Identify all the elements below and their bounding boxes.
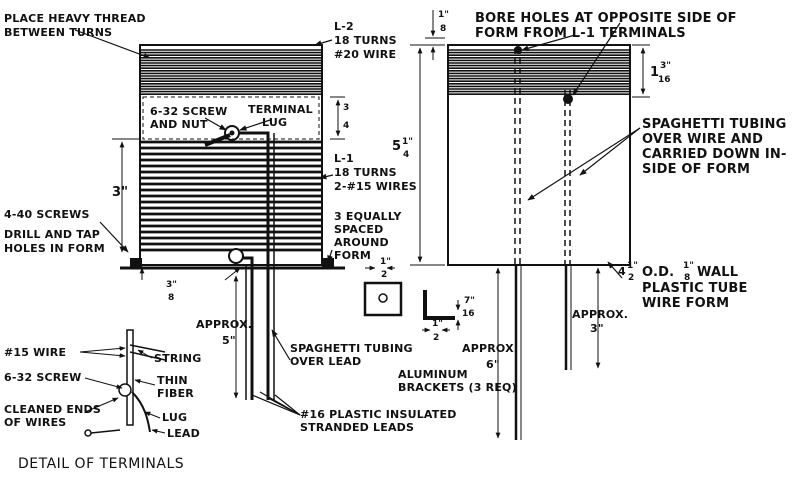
label-plastic-tube: PLASTIC TUBE xyxy=(642,281,748,296)
dim-3-4-num: 3 xyxy=(343,103,349,113)
dim-half2-den: 2 xyxy=(433,333,439,343)
label-equally: 3 EQUALLY xyxy=(334,210,402,223)
label-nut: AND NUT xyxy=(150,118,208,131)
dim-three-in-b: 3" xyxy=(590,322,604,335)
label-between-turns: BETWEEN TURNS xyxy=(4,26,112,39)
label-holes: HOLES IN FORM xyxy=(4,242,105,255)
label-stranded: STRANDED LEADS xyxy=(300,421,414,434)
dim-1-3-16-whole: 1 xyxy=(650,65,659,80)
dim-half2-num: 1" xyxy=(432,319,443,329)
dim-3-8-den: 8 xyxy=(168,293,174,303)
detail-caption: DETAIL OF TERMINALS xyxy=(18,456,184,472)
label-spag-lead: SPAGHETTI TUBING xyxy=(290,342,413,355)
label-approx-3: APPROX. xyxy=(572,308,628,321)
label-od: O.D. xyxy=(642,265,674,280)
label-spaced: SPACED xyxy=(334,223,383,236)
dim-six-in: 6" xyxy=(486,358,500,371)
label-l2-turns: 18 TURNS xyxy=(334,34,397,47)
label-bore-holes: BORE HOLES AT OPPOSITE SIDE OF xyxy=(475,11,737,26)
dim-7-16-den: 16 xyxy=(462,309,475,319)
label-plastic-insulated: #16 PLASTIC INSULATED xyxy=(300,408,457,421)
label-lug: LUG xyxy=(262,116,287,129)
label-l1-wires: 2-#15 WIRES xyxy=(334,180,417,193)
dim-5-num: 1" xyxy=(402,137,413,147)
aluminum-bracket-side xyxy=(423,290,455,320)
right-coil-form xyxy=(447,44,631,440)
label-440-screws: 4-40 SCREWS xyxy=(4,208,90,221)
dim-7-16-num: 7" xyxy=(464,296,475,306)
dim-3-8-num: 3" xyxy=(166,280,177,290)
aluminum-bracket-front xyxy=(363,281,403,317)
label-over-lead: OVER LEAD xyxy=(290,355,361,368)
tube-wall-den: 8 xyxy=(684,273,690,283)
label-terminal: TERMINAL xyxy=(248,103,313,116)
detail-wire: #15 WIRE xyxy=(4,346,66,359)
l2-windings-right xyxy=(449,49,629,95)
label-over-wire: OVER WIRE AND xyxy=(642,132,763,147)
label-form: FORM xyxy=(334,249,371,262)
tube-wall-num: 1" xyxy=(683,261,694,271)
label-spaghetti: SPAGHETTI TUBING xyxy=(642,117,787,132)
lead-upper xyxy=(238,131,270,400)
dimension-lines xyxy=(112,10,650,439)
lower-screw xyxy=(228,248,244,264)
label-wire-form: WIRE FORM xyxy=(642,296,729,311)
detail-leaders xyxy=(79,346,166,434)
label-l2-wire: #20 WIRE xyxy=(334,48,396,61)
label-aluminum: ALUMINUM xyxy=(398,368,468,381)
label-around: AROUND xyxy=(334,236,389,249)
terminal-detail-drawing xyxy=(84,329,166,437)
dim-1-3-16-num: 3" xyxy=(660,61,671,71)
dim-half-num: 1" xyxy=(380,257,391,267)
left-coil-form xyxy=(120,44,345,400)
dim-3-4-den: 4 xyxy=(343,121,349,131)
detail-ends: OF WIRES xyxy=(4,416,66,429)
detail-string: STRING xyxy=(154,352,201,365)
l2-windings xyxy=(141,49,321,95)
label-approx-5: APPROX. xyxy=(196,318,252,331)
dim-5-whole: 5 xyxy=(392,139,401,154)
detail-lug: LUG xyxy=(162,411,187,424)
label-l1: L-1 xyxy=(334,152,354,165)
tube-od-den: 2 xyxy=(628,273,634,283)
detail-cleaned: CLEANED ENDS xyxy=(4,403,101,416)
dim-5-den: 4 xyxy=(403,150,409,160)
dim-three-in: 3" xyxy=(112,185,128,200)
label-wall: WALL xyxy=(697,265,738,280)
tube-od-whole: 4 xyxy=(618,265,626,278)
label-heavy-thread: PLACE HEAVY THREAD xyxy=(4,12,146,25)
detail-screw: 6-32 SCREW xyxy=(4,371,81,384)
label-approx-6: APPROX. xyxy=(462,342,518,355)
label-brackets: BRACKETS (3 REQ) xyxy=(398,381,517,394)
dim-1-8-den: 8 xyxy=(440,24,446,34)
label-side-form: SIDE OF FORM xyxy=(642,162,750,177)
dim-half-den: 2 xyxy=(381,270,387,280)
dim-1-8-num: 1" xyxy=(438,10,449,20)
label-screw: 6-32 SCREW xyxy=(150,105,227,118)
label-carried: CARRIED DOWN IN- xyxy=(642,147,787,162)
dim-five-in: 5" xyxy=(222,334,236,347)
label-l1-turns: 18 TURNS xyxy=(334,166,397,179)
detail-lead: LEAD xyxy=(167,427,200,440)
label-form-from: FORM FROM L-1 TERMINALS xyxy=(475,26,686,41)
detail-fiber: FIBER xyxy=(157,387,194,400)
label-l2: L-2 xyxy=(334,20,354,33)
detail-thin: THIN xyxy=(157,374,188,387)
tube-od-num: 1" xyxy=(627,261,638,271)
dim-1-3-16-den: 16 xyxy=(658,75,671,85)
label-drill: DRILL AND TAP xyxy=(4,228,100,241)
